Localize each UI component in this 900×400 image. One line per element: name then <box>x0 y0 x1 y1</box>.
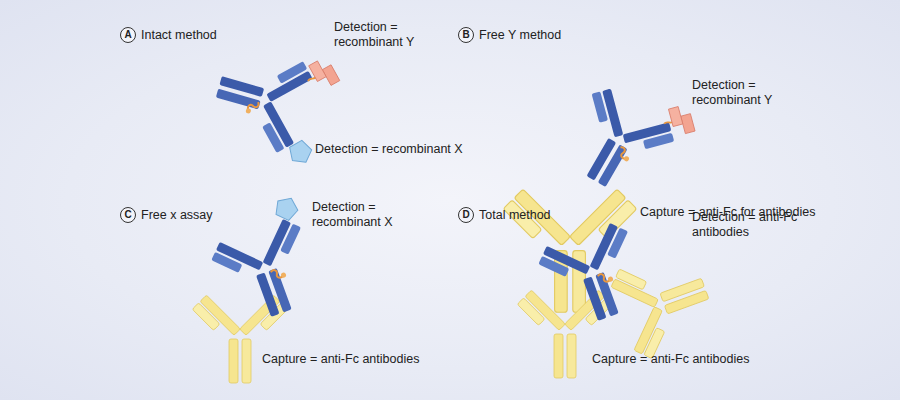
panel-title: Total method <box>479 208 551 223</box>
detection-label: Detection = recombinant Y <box>692 78 792 108</box>
panel-letter: D <box>458 207 474 223</box>
panel-title: Intact method <box>141 28 217 43</box>
detection-label: Detection = anti-Fc antibodies <box>692 210 822 240</box>
panel-letter: B <box>458 27 474 43</box>
panel-letter: C <box>120 207 136 223</box>
panel-letter: A <box>120 27 136 43</box>
capture-label: Capture = anti-Fc antibodies <box>592 352 749 367</box>
detection-label: Detection = recombinant X <box>312 200 412 230</box>
panel-title: Free x assay <box>141 208 213 223</box>
capture-label: Capture = anti-Fc antibodies <box>262 352 419 367</box>
panel-title: Free Y method <box>479 28 561 43</box>
detection-label: Detection = recombinant Y <box>334 20 434 50</box>
detection-label: Detection = recombinant X <box>315 142 463 157</box>
